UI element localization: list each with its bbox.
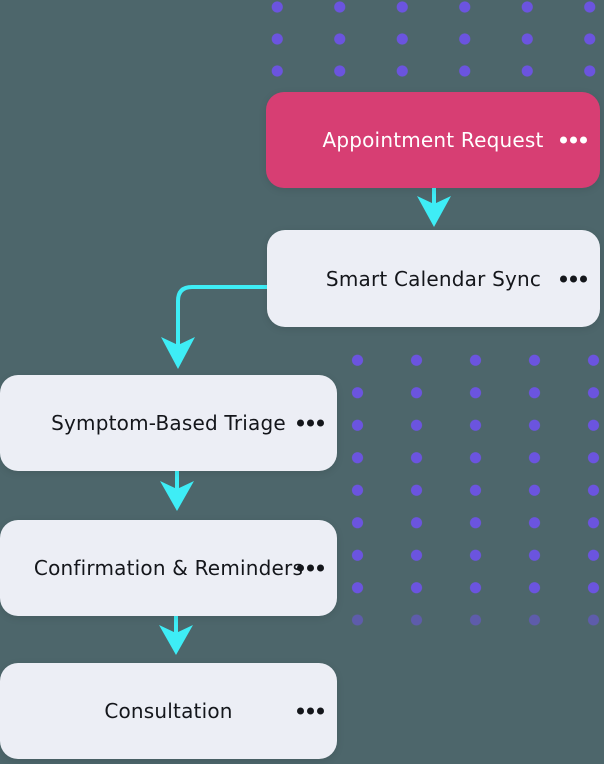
node-consultation[interactable]: Consultation — [0, 663, 337, 759]
dot-grid-middle-decoration — [327, 343, 604, 604]
ellipsis-menu-icon[interactable] — [560, 275, 587, 282]
ellipsis-menu-icon[interactable] — [297, 419, 324, 427]
node-label: Symptom-Based Triage — [51, 411, 286, 435]
ellipsis-menu-icon[interactable] — [297, 564, 324, 572]
ellipsis-menu-icon[interactable] — [297, 707, 324, 715]
node-confirmation-reminders[interactable]: Confirmation & Reminders — [0, 520, 337, 616]
node-label: Smart Calendar Sync — [325, 266, 542, 291]
node-appointment-request[interactable]: Appointment Request — [266, 92, 600, 188]
connector-appointment-to-calendar — [417, 188, 451, 227]
connector-triage-to-confirmation — [160, 471, 194, 511]
node-label: Consultation — [104, 699, 233, 723]
node-smart-calendar-sync[interactable]: Smart Calendar Sync — [267, 230, 600, 327]
dot-grid-top-decoration — [245, 0, 604, 87]
dot-grid-middle-faded-row — [327, 603, 604, 637]
connector-calendar-to-triage — [161, 285, 267, 369]
connector-confirmation-to-consultation — [159, 615, 193, 655]
node-symptom-based-triage[interactable]: Symptom-Based Triage — [0, 375, 337, 471]
ellipsis-menu-icon[interactable] — [560, 136, 587, 144]
node-label: Confirmation & Reminders — [33, 556, 304, 580]
node-label: Appointment Request — [322, 128, 544, 152]
